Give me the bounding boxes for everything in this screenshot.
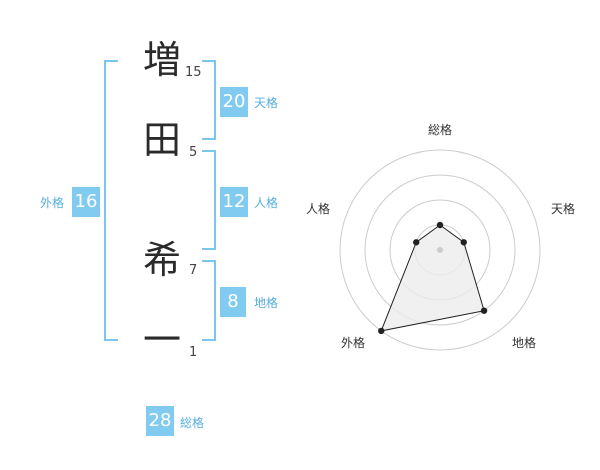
gaikaku-label: 外格 (40, 196, 65, 210)
name-character-2: 田 (142, 118, 181, 162)
gaikaku-bracket (104, 60, 118, 341)
radar-axis-label-soukaku: 総格 (428, 122, 452, 137)
jinkaku-bracket (202, 150, 216, 250)
name-character-1: 増 (142, 38, 181, 82)
name-character-4: 一 (142, 318, 181, 362)
stroke-count-2: 5 (189, 145, 198, 160)
radar-axis-label-tenkaku: 天格 (551, 201, 575, 216)
radar-point-3 (480, 307, 488, 314)
radar-data-points (378, 221, 488, 335)
radar-axis-label-jinkaku: 人格 (306, 201, 330, 216)
chikaku-value-badge: 8 (220, 287, 246, 317)
radar-point-4 (378, 327, 385, 335)
soukaku-label: 総格 (180, 416, 205, 430)
tenkaku-value-badge: 20 (220, 87, 248, 117)
radar-point-5 (413, 239, 420, 246)
radar-point-1 (436, 221, 444, 229)
stroke-count-1: 15 (185, 65, 202, 80)
tenkaku-label: 天格 (254, 96, 279, 110)
jinkaku-value-badge: 12 (220, 187, 248, 217)
tenkaku-bracket (202, 60, 216, 140)
stroke-count-4: 1 (189, 345, 198, 360)
chikaku-bracket (202, 260, 216, 341)
chikaku-label: 地格 (254, 296, 279, 310)
gaikaku-value-badge: 16 (72, 187, 100, 217)
name-character-3: 希 (142, 238, 181, 282)
radar-data-area (380, 224, 485, 332)
jinkaku-label: 人格 (254, 196, 279, 210)
radar-point-2 (460, 239, 467, 246)
soukaku-value-badge: 28 (146, 406, 174, 436)
radar-grid-ring (339, 149, 541, 351)
radar-grid-ring (364, 174, 516, 326)
stroke-count-3: 7 (189, 263, 198, 278)
radar-axis-label-chikaku: 地格 (512, 335, 536, 350)
radar-center-dot (437, 247, 443, 253)
radar-axis-label-gaikaku: 外格 (341, 335, 365, 350)
fortune-radar-chart: 総格 天格 地格 外格 人格 (306, 122, 575, 351)
